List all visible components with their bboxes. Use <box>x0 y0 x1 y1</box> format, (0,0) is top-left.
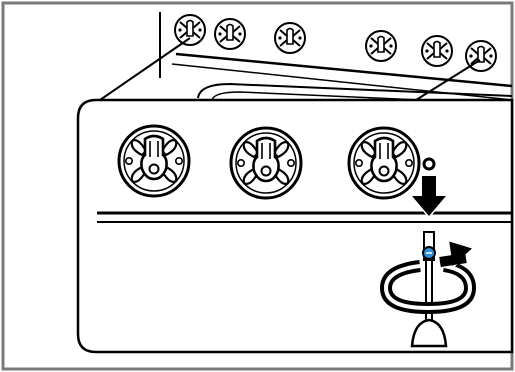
gas-knob-icon <box>349 128 419 198</box>
gas-knob-icon <box>275 23 305 53</box>
gas-knob-icon <box>231 128 301 198</box>
detail-knobs <box>119 126 419 198</box>
gas-knob-icon <box>119 126 189 196</box>
gas-knob-icon <box>422 36 452 66</box>
gas-knob-icon <box>215 19 245 49</box>
adjustment-screw-icon <box>423 247 435 259</box>
gas-knob-icon <box>366 31 396 61</box>
gas-knob-icon <box>175 15 205 45</box>
bypass-hole <box>424 159 434 169</box>
